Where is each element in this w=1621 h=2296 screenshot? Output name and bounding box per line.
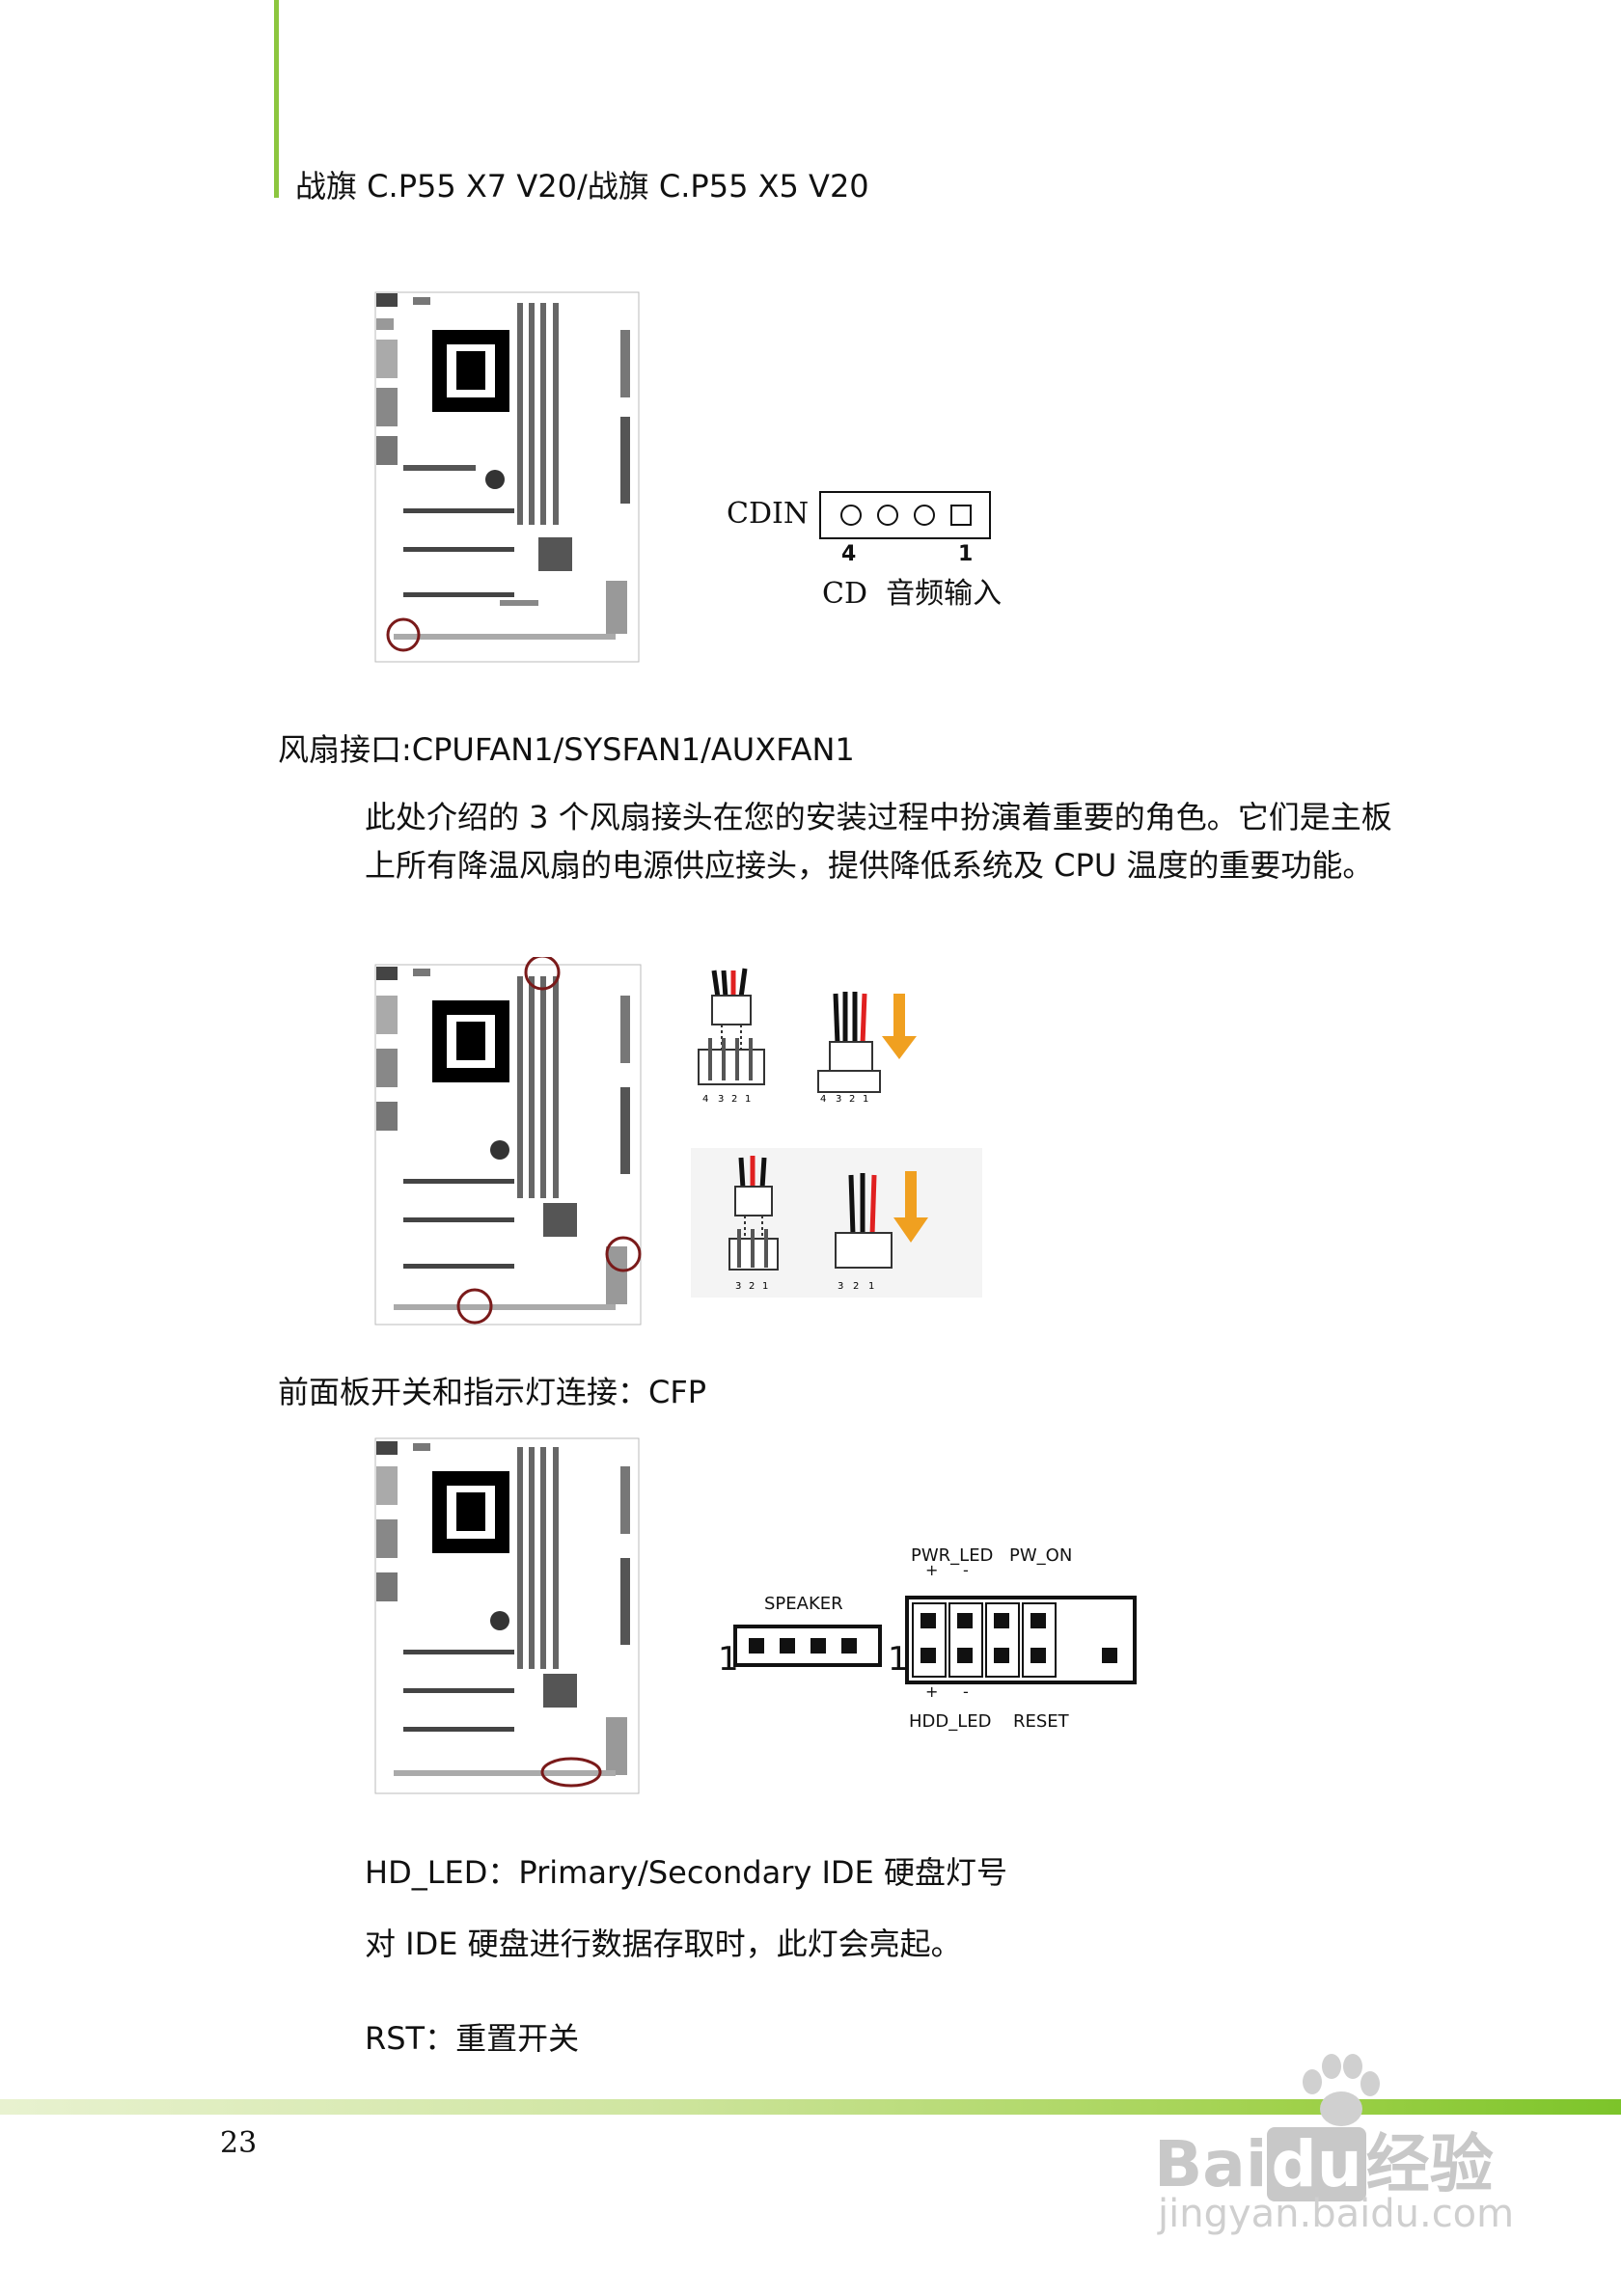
fan-connector-4pin-plugged xyxy=(817,992,917,1093)
fan-connector-3pin xyxy=(728,1156,779,1271)
cfp-heading: 前面板开关和指示灯连接：CFP xyxy=(278,1374,707,1410)
fan-3pin-label-2: 2 xyxy=(749,1281,755,1292)
cfp-speaker-label: SPEAKER xyxy=(764,1594,843,1614)
fan-4pin-label-4: 4 xyxy=(702,1094,708,1105)
fan-4pin-label-2: 2 xyxy=(731,1094,737,1105)
cdin-pin-1: 1 xyxy=(958,542,974,566)
cdin-caption-cd: CD xyxy=(822,577,868,611)
running-header: 战旗 C.P55 X7 V20/战旗 C.P55 X5 V20 xyxy=(295,168,869,205)
fan-connector-4pin xyxy=(698,968,765,1085)
baidu-watermark-url: jingyan.baidu.com xyxy=(1158,2192,1515,2236)
cfp-reset-label: RESET xyxy=(1013,1711,1069,1732)
fan-4pin-plugged-label-2: 2 xyxy=(849,1094,855,1105)
hd-led-desc: 对 IDE 硬盘进行数据存取时，此灯会亮起。 xyxy=(365,1926,962,1962)
header-rule xyxy=(274,0,279,198)
cfp-hdd-plus: + xyxy=(925,1682,939,1701)
fan-3pin-plugged-pin-numbers: 3 2 1 xyxy=(838,1281,874,1292)
cfp-pin-header xyxy=(733,1596,1137,1684)
cfp-pwr-plus: + xyxy=(925,1561,939,1579)
fan-4pin-label-1: 1 xyxy=(745,1094,751,1105)
footer-band xyxy=(0,2099,1621,2115)
cdin-caption: CD 音频输入 xyxy=(822,569,1002,612)
motherboard-diagram-cfp xyxy=(374,1437,640,1796)
baidu-watermark-brand: Baidu经验 xyxy=(1154,2113,1494,2205)
cdin-connector xyxy=(819,491,991,539)
fan-4pin-plugged-label-4: 4 xyxy=(820,1094,826,1105)
cfp-pwr-minus: - xyxy=(963,1561,969,1579)
baidu-watermark-cn: 经验 xyxy=(1365,2127,1494,2201)
motherboard-diagram-cdin xyxy=(374,291,640,663)
fan-3pin-label-1: 1 xyxy=(762,1281,768,1292)
fan-body: 此处介绍的 3 个风扇接头在您的安装过程中扮演着重要的角色。它们是主板上所有降温… xyxy=(365,799,1392,884)
fan-3pin-plugged-label-2: 2 xyxy=(853,1281,859,1292)
cfp-hdd-led-label: HDD_LED xyxy=(909,1711,992,1732)
cfp-pw-on-label: PW_ON xyxy=(1009,1545,1073,1566)
baidu-watermark-du: du xyxy=(1267,2127,1366,2201)
hd-led-title: HD_LED：Primary/Secondary IDE 硬盘灯号 xyxy=(365,1854,1007,1891)
fan-3pin-panel xyxy=(691,1148,982,1298)
fan-heading: 风扇接口:CPUFAN1/SYSFAN1/AUXFAN1 xyxy=(278,731,855,768)
fan-3pin-pin-numbers: 3 2 1 xyxy=(735,1281,768,1292)
fan-3pin-plugged-label-1: 1 xyxy=(868,1281,874,1292)
fan-4pin-plugged-label-3: 3 xyxy=(836,1094,841,1105)
fan-4pin-label-3: 3 xyxy=(718,1094,724,1105)
page-number: 23 xyxy=(220,2126,258,2160)
cdin-pin-4: 4 xyxy=(841,542,857,566)
fan-4pin-pin-numbers: 4 3 2 1 xyxy=(702,1094,751,1105)
paw-logo-icon xyxy=(1303,2054,1380,2126)
fan-4pin-plugged-pin-numbers: 4 3 2 1 xyxy=(820,1094,868,1105)
fan-connector-3pin-plugged xyxy=(835,1171,928,1269)
cfp-pin-one-right: 1 xyxy=(888,1640,909,1679)
baidu-watermark-bai: Bai xyxy=(1154,2127,1268,2201)
fan-4pin-plugged-label-1: 1 xyxy=(863,1094,868,1105)
motherboard-diagram-fans xyxy=(374,957,652,1328)
fan-3pin-plugged-label-3: 3 xyxy=(838,1281,843,1292)
rst-title: RST：重置开关 xyxy=(365,2020,580,2057)
cdin-label: CDIN xyxy=(727,497,810,531)
cfp-pwr-led-label: PWR_LED xyxy=(911,1545,994,1566)
cdin-caption-text: 音频输入 xyxy=(886,577,1003,611)
cfp-hdd-minus: - xyxy=(963,1682,969,1701)
fan-3pin-label-3: 3 xyxy=(735,1281,741,1292)
